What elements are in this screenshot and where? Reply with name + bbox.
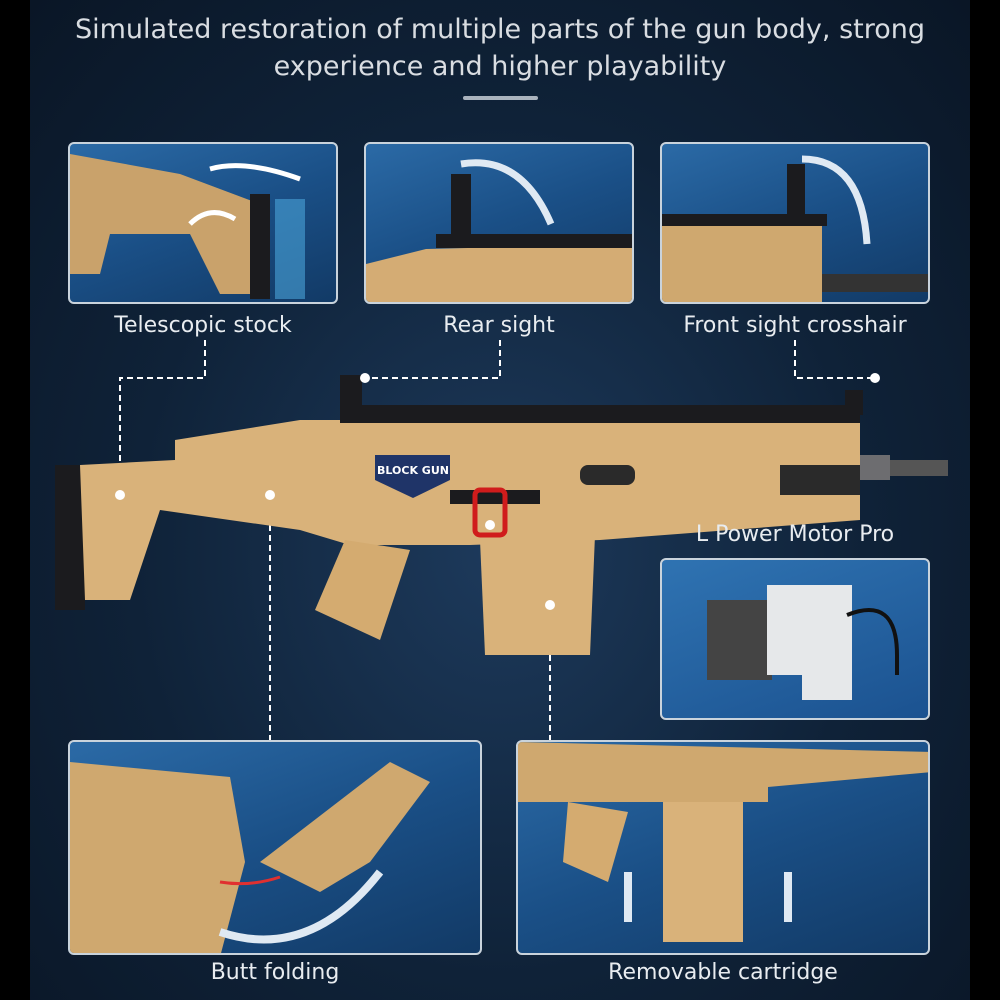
telescopic-stock-photo xyxy=(68,142,338,304)
power-switch-highlight xyxy=(472,487,508,538)
label-front-sight-crosshair: Front sight crosshair xyxy=(683,313,907,338)
motor-photo xyxy=(660,558,930,720)
leader-front-sight xyxy=(794,340,875,379)
leader-stock xyxy=(119,340,206,495)
label-butt-folding: Butt folding xyxy=(210,960,340,985)
label-removable-cartridge: Removable cartridge xyxy=(608,960,838,985)
removable-cartridge-photo xyxy=(516,740,930,955)
label-l-power-motor-pro: L Power Motor Pro xyxy=(695,522,895,547)
front-sight-photo xyxy=(660,142,930,304)
headline-line-1: Simulated restoration of multiple parts … xyxy=(74,14,926,45)
leader-rear-sight xyxy=(365,340,501,379)
block-gun-badge: BLOCK GUN xyxy=(377,464,449,477)
divider xyxy=(463,96,538,100)
label-rear-sight: Rear sight xyxy=(443,313,555,338)
headline-line-2: experience and higher playability xyxy=(273,51,727,82)
label-telescopic-stock: Telescopic stock xyxy=(114,313,292,338)
butt-folding-photo xyxy=(68,740,482,955)
rear-sight-photo xyxy=(364,142,634,304)
